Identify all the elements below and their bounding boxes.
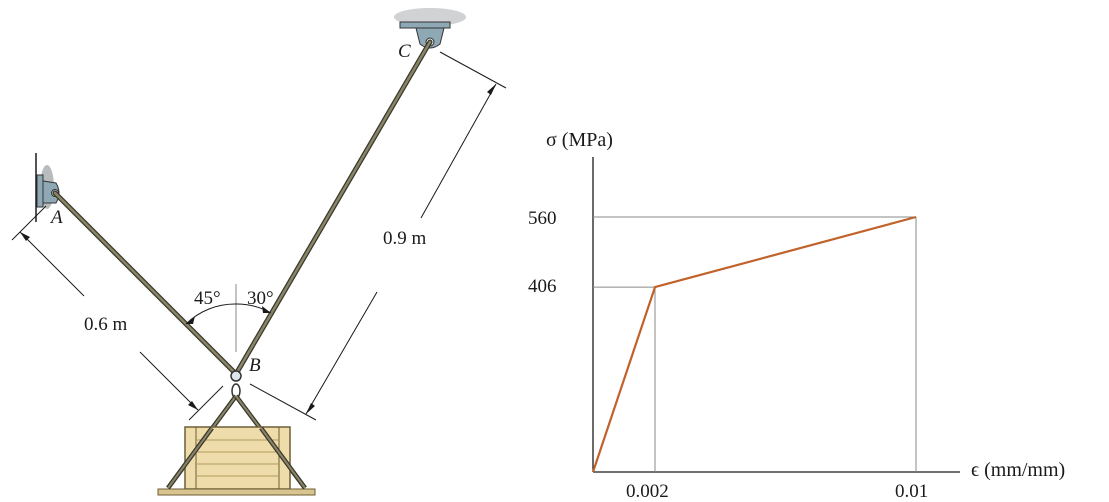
cable-bc <box>233 39 433 377</box>
y-axis-title: σ (MPa) <box>546 129 613 151</box>
cable-diagram: C A B 0.9 m 0.6 m 45° 30° <box>11 8 507 496</box>
crate <box>157 426 316 496</box>
dimension-ab <box>11 205 224 421</box>
dimension-bc <box>249 51 507 421</box>
x-tick-label-0002: 0.002 <box>626 481 669 502</box>
angle-arrow-right <box>262 306 271 313</box>
dimension-bc-label: 0.9 m <box>383 228 427 249</box>
dimension-ab-label: 0.6 m <box>84 314 128 335</box>
angle-arrow-left <box>186 316 195 324</box>
x-tick-label-001: 0.01 <box>895 481 928 502</box>
y-tick-label-406: 406 <box>528 276 557 297</box>
support-c <box>394 8 466 49</box>
stress-strain-curve <box>591 215 917 473</box>
label-b: B <box>249 355 261 376</box>
angle-left-label: 45° <box>194 288 221 309</box>
label-a: A <box>49 207 63 228</box>
crate-slings-front <box>166 426 307 490</box>
cable-ab <box>52 190 239 377</box>
support-a-plate <box>36 174 44 208</box>
angle-right-label: 30° <box>247 288 274 309</box>
guide-lines <box>593 216 917 472</box>
x-axis-title: ϵ (mm/mm) <box>971 459 1065 481</box>
stress-strain-chart: 560 406 0.002 0.01 σ (MPa) ϵ (mm/mm) <box>528 129 1065 502</box>
ring-b <box>230 370 242 399</box>
y-tick-label-560: 560 <box>528 208 557 229</box>
label-c: C <box>398 41 411 62</box>
support-c-plate <box>399 21 451 29</box>
